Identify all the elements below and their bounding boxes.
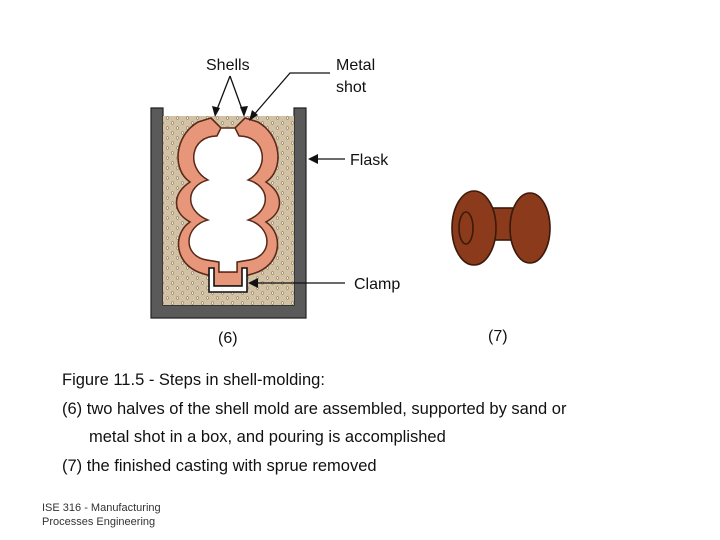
arrowheads [212, 106, 318, 288]
slide-footer: ISE 316 - Manufacturing Processes Engine… [42, 501, 161, 529]
shell-molding-diagram: Shells Metal shot Flask Clamp (6) (7) [150, 57, 551, 347]
caption-title: Figure 11.5 ‑ Steps in shell‑molding: [62, 371, 325, 389]
footer-subject: Processes Engineering [42, 516, 156, 528]
shells-label: Shells [206, 57, 250, 74]
finished-casting [451, 190, 551, 266]
metal-shot-label-line2: shot [336, 79, 367, 96]
clamp-label: Clamp [354, 276, 400, 293]
step-7-label: (7) [488, 328, 508, 345]
figure-caption: Figure 11.5 ‑ Steps in shell‑molding: (6… [62, 366, 702, 480]
caption-step-6: (6) two halves of the shell mold are ass… [62, 399, 567, 418]
mold-cavity [188, 127, 268, 273]
metal-shot-label-line1: Metal [336, 57, 375, 74]
step-6-label: (6) [218, 330, 238, 347]
caption-step-7: (7) the finished casting with sprue remo… [62, 456, 377, 475]
footer-course: ISE 316 - Manufacturing [42, 502, 161, 514]
clamp [208, 267, 248, 293]
caption-step-6-continued: metal shot in a box, and pouring is acco… [89, 428, 446, 446]
flask-label: Flask [350, 152, 389, 169]
